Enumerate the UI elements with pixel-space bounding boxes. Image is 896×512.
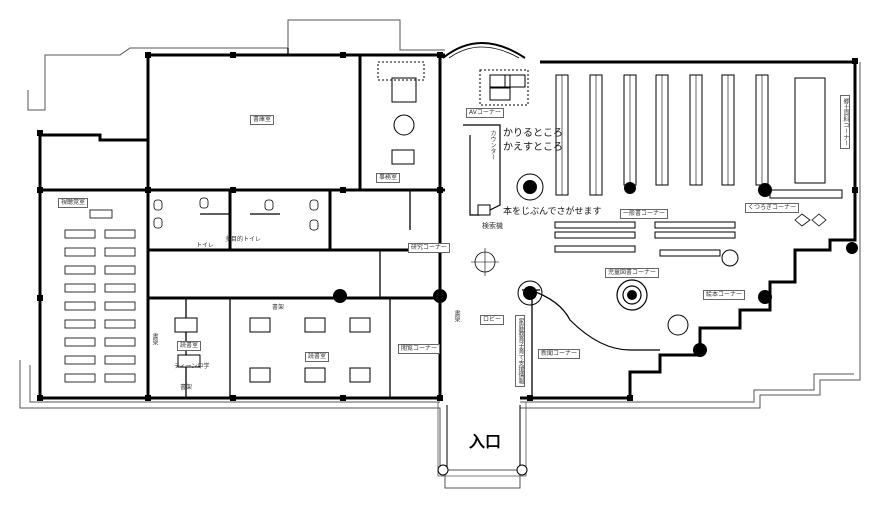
return-callout: かえすところ <box>503 142 563 153</box>
entrance-label: 入口 <box>469 432 502 451</box>
reading-desk-corner-label: 閲覧コーナー <box>398 344 441 354</box>
library-stack-label: 書庫室 <box>250 115 275 125</box>
shelf-label-3: 書架 <box>453 310 460 322</box>
terrace-outline <box>19 62 861 471</box>
study-corner-label: 研究コーナー <box>408 243 451 253</box>
reading-room-label: 読書室 <box>177 341 202 351</box>
toilet-label: トイレ <box>196 242 215 249</box>
family-support-shelf-label: 家庭教育子育て支援情報 <box>515 315 525 387</box>
relax-corner-label: くつろぎコーナー <box>745 203 800 213</box>
office-label: 事務室 <box>376 173 401 183</box>
picture-books-label: 絵本コーナー <box>703 290 746 300</box>
assembly-room-label: 視聴覚室 <box>58 198 89 208</box>
reference-corner-label: 郷土資料コーナー <box>840 95 850 149</box>
lobby-label: ロビー <box>480 315 505 325</box>
counter-label: カウンター <box>489 130 496 160</box>
reading-room-main-label: 読書室 <box>305 352 330 362</box>
general-books-label: 一般書コーナー <box>620 209 669 219</box>
newspaper-corner-label: 新聞コーナー <box>538 349 581 359</box>
borrow-callout: かりるところ <box>503 128 563 139</box>
shelf-label-2: 書架 <box>180 384 193 391</box>
teen-corner-label: ティーン中学 <box>174 363 210 370</box>
av-corner-label: AVコーナー <box>466 108 504 118</box>
shelf-label-1: 書架 <box>272 304 285 311</box>
kids-books-label: 児童図書コーナー <box>605 268 660 278</box>
search-self-callout: 本をじぶんでさがせます <box>503 207 602 217</box>
multi-toilet-label: 多目的トイレ <box>225 236 262 243</box>
search-terminal-label: 検索機 <box>482 222 503 230</box>
shelf-label-vertical: 書架 <box>151 333 158 345</box>
